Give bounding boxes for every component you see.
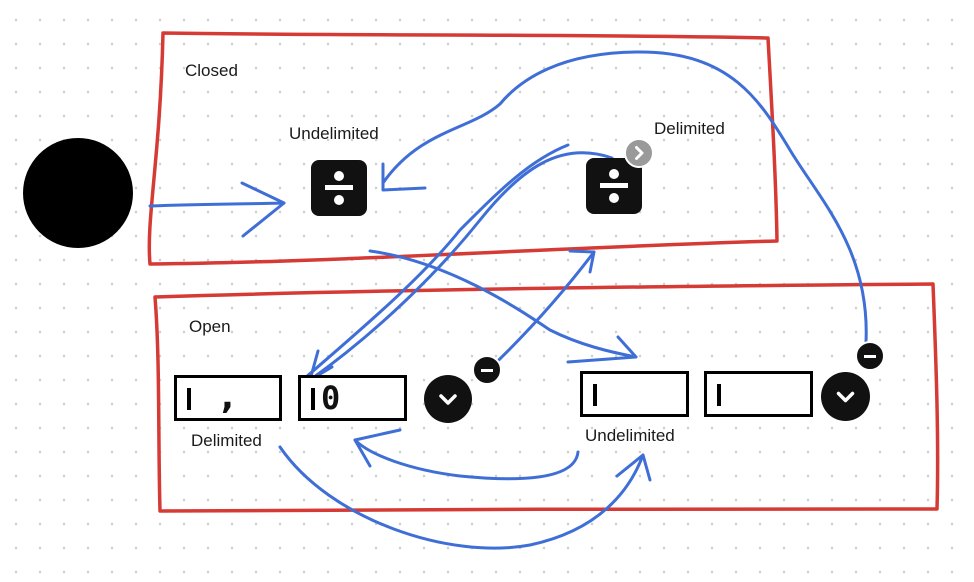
open-undelimited-field-2[interactable] <box>704 371 813 417</box>
arrowhead <box>568 249 596 274</box>
arrow-start-to-closed-undelimited <box>148 201 286 208</box>
arrow-open-undelimited-to-open-delimited <box>353 438 580 481</box>
open-region-frame <box>153 282 940 513</box>
expand-badge[interactable] <box>624 138 654 168</box>
chevron-down-icon <box>836 391 855 403</box>
arrow-open-delimited-to-closed-delimited <box>303 143 570 380</box>
field-value: 0 <box>321 379 341 417</box>
open-undelimited-label: Undelimited <box>585 426 675 445</box>
open-undelimited-minus-badge[interactable] <box>855 341 885 371</box>
text-caret <box>593 384 597 406</box>
arrow-open-delimited-to-open-undelimited <box>278 445 645 550</box>
closed-delimited-label: Delimited <box>654 119 725 138</box>
divide-icon <box>609 169 619 179</box>
closed-region-frame <box>147 31 779 266</box>
open-delimited-label: Delimited <box>191 431 262 450</box>
open-delimited-field-1[interactable]: , <box>174 375 282 421</box>
closed-undelimited-divide-button[interactable] <box>311 160 367 216</box>
text-caret <box>311 388 315 410</box>
delimiter-comma: , <box>221 377 234 417</box>
open-region-label: Open <box>189 317 231 336</box>
open-undelimited-field-1[interactable] <box>580 371 689 417</box>
arrowhead <box>566 335 638 364</box>
arrowhead <box>381 162 427 192</box>
arrow-closed-undelimited-to-open-undelimited <box>368 249 638 359</box>
arrow-open-undelimited-minus-to-closed-undelimited <box>381 50 868 344</box>
open-delimited-minus-badge[interactable] <box>472 355 502 385</box>
start-node-icon <box>23 138 133 248</box>
divide-icon <box>334 171 344 181</box>
open-delimited-field-2[interactable]: 0 <box>298 375 407 421</box>
chevron-right-icon <box>635 146 644 160</box>
open-undelimited-collapse-button[interactable] <box>821 372 870 421</box>
arrowhead <box>353 428 402 468</box>
closed-undelimited-label: Undelimited <box>289 124 379 143</box>
arrowhead <box>240 181 286 238</box>
text-caret <box>717 384 721 406</box>
open-delimited-collapse-button[interactable] <box>424 375 472 423</box>
closed-region-label: Closed <box>185 61 238 80</box>
closed-delimited-divide-button[interactable] <box>586 158 642 214</box>
arrow-closed-delimited-to-open-delimited <box>308 151 614 382</box>
chevron-down-icon <box>439 394 457 405</box>
arrowhead <box>615 453 652 482</box>
text-caret <box>187 388 191 410</box>
